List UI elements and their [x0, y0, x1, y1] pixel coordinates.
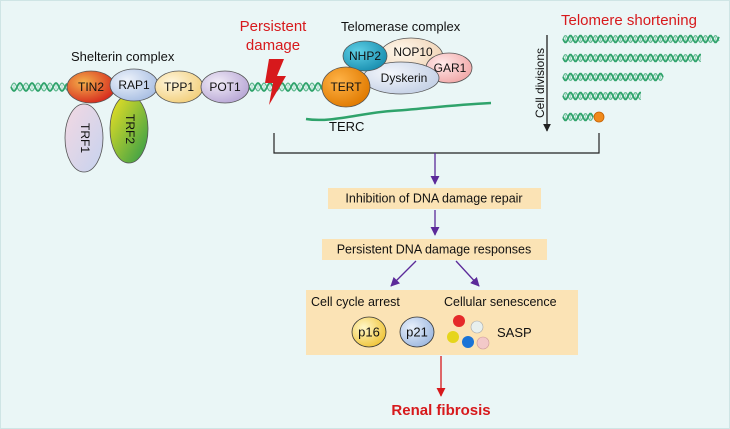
step2-text: Persistent DNA damage responses — [337, 242, 532, 256]
dyskerin-label: Dyskerin — [381, 71, 428, 85]
terc-rna-strand — [305, 101, 492, 122]
telomere-row-3-strand — [562, 73, 664, 81]
dna-segment-left-strand — [10, 82, 68, 92]
nop10-label: NOP10 — [393, 45, 433, 59]
tert-label: TERT — [330, 80, 362, 94]
tpp1-label: TPP1 — [164, 80, 194, 94]
telomere-row-5 — [562, 112, 594, 122]
convergence-bracket — [273, 133, 600, 154]
telomere-shortening-helices — [562, 34, 720, 122]
telomerase-title: Telomerase complex — [341, 19, 461, 34]
tin2-label: TIN2 — [78, 80, 104, 94]
lightning-bolt-icon — [265, 59, 286, 105]
pot1-protein — [200, 70, 250, 104]
arrow-to-cell-cycle-arrest — [390, 260, 417, 287]
shortening-title: Telomere shortening — [561, 12, 697, 29]
shelterin-title: Shelterin complex — [71, 49, 175, 64]
dna-segment-middle — [248, 81, 330, 93]
outcome-box — [306, 290, 578, 355]
pot1-label: POT1 — [209, 80, 241, 94]
telomere-cap-icon — [593, 111, 605, 123]
p21-label: p21 — [406, 324, 428, 339]
telomere-row-4-strand — [562, 92, 641, 100]
telomere-row-2-strand — [562, 54, 701, 62]
sasp-label: SASP — [497, 325, 532, 340]
telomere-row-1 — [562, 34, 720, 44]
gar1-label: GAR1 — [434, 61, 467, 75]
dna-helix-main — [10, 81, 330, 93]
step1-box — [328, 188, 541, 209]
nhp2-label: NHP2 — [349, 49, 381, 63]
renal-fibrosis-label: Renal fibrosis — [391, 402, 490, 419]
telomerase-complex: NOP10 GAR1 Dyskerin NHP2 TERT — [305, 37, 492, 122]
dna-segment-left-strand — [10, 81, 68, 93]
dna-segment-middle-strand — [248, 81, 330, 93]
cell-divisions-label: Cell divisions — [533, 48, 547, 118]
trf2-label: TRF2 — [123, 114, 137, 144]
step1-text: Inhibition of DNA damage repair — [345, 191, 522, 205]
trf1-label: TRF1 — [78, 123, 92, 153]
step2-box — [322, 239, 547, 260]
sasp-dot-yellow — [447, 331, 459, 343]
rap1-label: RAP1 — [118, 78, 150, 92]
telomere-row-5-strand — [562, 113, 594, 121]
p16-marker — [351, 316, 387, 348]
nhp2-protein — [342, 40, 388, 72]
damage-label-line2: damage — [246, 37, 300, 54]
sasp-dot-blue — [462, 336, 474, 348]
tert-protein — [321, 66, 371, 108]
cell-cycle-arrest-label: Cell cycle arrest — [311, 295, 400, 309]
sasp-dot-red — [453, 315, 465, 327]
sasp-factors — [447, 315, 490, 350]
senescence-label: Cellular senescence — [444, 295, 557, 309]
telomere-row-4 — [562, 91, 641, 101]
shelterin-complex: TRF1 TRF2 TIN2 RAP1 TPP1 POT1 — [64, 68, 250, 173]
telomere-row-3 — [562, 72, 664, 82]
telomere-row-2 — [562, 53, 701, 63]
dna-segment-left — [10, 81, 68, 93]
sasp-dot-pale — [470, 320, 484, 334]
p21-marker — [399, 316, 435, 348]
trf1-protein — [64, 103, 104, 173]
p16-label: p16 — [358, 324, 380, 339]
arrow-to-senescence — [455, 260, 480, 287]
dna-segment-middle-strand — [248, 82, 330, 92]
sasp-dot-pink — [476, 336, 490, 350]
damage-label-line1: Persistent — [240, 18, 308, 35]
terc-label: TERC — [329, 119, 364, 134]
telomere-row-1-strand — [562, 35, 720, 43]
